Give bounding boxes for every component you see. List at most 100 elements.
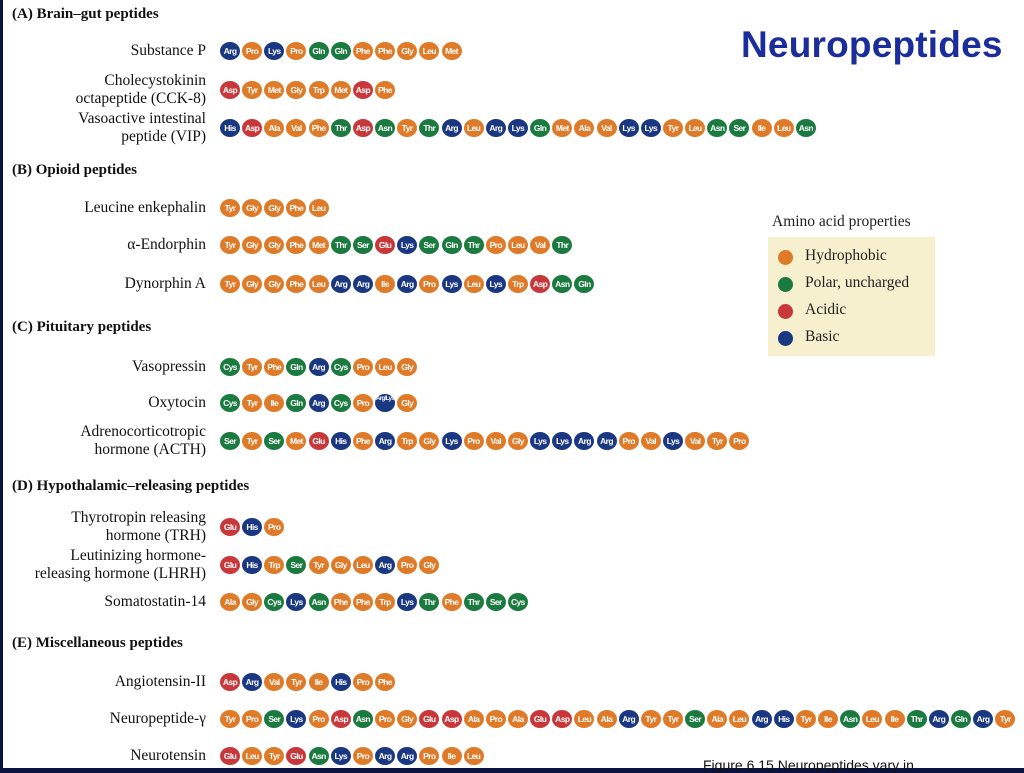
amino-acid-ala: Ala	[220, 593, 240, 611]
amino-acid-tyr: Tyr	[795, 710, 816, 728]
legend-label: Acidic	[805, 301, 847, 318]
amino-acid-cys: Cys	[264, 593, 285, 611]
amino-acid-asp: Asp	[220, 81, 240, 99]
legend-label: Basic	[805, 328, 840, 345]
amino-acid-tyr: Tyr	[242, 394, 263, 412]
amino-acid-phe: Phe	[264, 358, 285, 376]
amino-acid-lys: Lys	[530, 432, 551, 450]
amino-acid-glu: Glu	[286, 747, 307, 765]
amino-acid-asn: Asn	[795, 119, 816, 137]
amino-acid-lys: Lys	[286, 710, 307, 728]
amino-acid-lys: Lys	[441, 275, 462, 293]
amino-acid-tyr: Tyr	[663, 710, 683, 728]
amino-acid-gln: Gln	[530, 119, 551, 137]
amino-acid-gly: Gly	[397, 710, 418, 728]
amino-acid-arg: Arg	[973, 710, 994, 728]
amino-acid-gly: Gly	[397, 42, 418, 60]
amino-acid-tyr: Tyr	[707, 432, 728, 450]
amino-acid-lys: Lys	[507, 119, 528, 137]
amino-acid-leu: Leu	[242, 747, 263, 765]
section-heading: (C) Pituitary peptides	[12, 319, 152, 335]
amino-acid-pro: Pro	[352, 358, 373, 376]
amino-acid-leu: Leu	[375, 358, 395, 376]
amino-acid-arg: Arg	[596, 432, 617, 450]
amino-acid-thr: Thr	[330, 236, 351, 254]
amino-acid-leu: Leu	[463, 119, 484, 137]
amino-acid-glu: Glu	[220, 518, 240, 536]
amino-acid-phe: Phe	[286, 236, 307, 254]
amino-acid-phe: Phe	[441, 593, 462, 611]
amino-acid-phe: Phe	[375, 673, 395, 691]
amino-acid-phe: Phe	[352, 432, 373, 450]
peptide-name: Oxytocin	[148, 394, 206, 411]
amino-acid-gly: Gly	[507, 432, 528, 450]
slide-title: Neuropeptides	[741, 24, 1003, 65]
amino-acid-pro: Pro	[375, 710, 395, 728]
amino-acid-lys: Lys	[397, 236, 418, 254]
amino-acid-arg: Arg	[375, 747, 395, 765]
amino-acid-tyr: Tyr	[286, 673, 307, 691]
amino-acid-his: His	[330, 673, 351, 691]
amino-acid-lys: Lys	[397, 593, 418, 611]
section-heading: (A) Brain–gut peptides	[12, 6, 159, 22]
amino-acid-ser: Ser	[729, 119, 750, 137]
amino-acid-ser: Ser	[220, 432, 240, 450]
amino-acid-leu: Leu	[352, 556, 373, 574]
figure-panel: Neuropeptides Amino acid properties Hydr…	[3, 0, 1024, 773]
amino-acid-trp: Trp	[264, 556, 285, 574]
amino-acid-pro: Pro	[419, 747, 440, 765]
amino-acid-val: Val	[640, 432, 661, 450]
amino-acid-arg: Arg	[441, 119, 462, 137]
amino-acid-ala: Ala	[707, 710, 728, 728]
amino-acid-tyr: Tyr	[397, 119, 418, 137]
amino-acid-arg: Arg	[308, 394, 329, 412]
amino-acid-arg: Arg	[574, 432, 595, 450]
amino-acid-lys: Lys	[618, 119, 639, 137]
amino-acid-arg: Arg	[375, 432, 395, 450]
amino-acid-leu: Leu	[729, 710, 750, 728]
amino-acid-his: His	[242, 518, 263, 536]
amino-acid-gln: Gln	[441, 236, 462, 254]
acidic-swatch-icon	[778, 304, 793, 319]
amino-acid-met: Met	[264, 81, 285, 99]
amino-acid-thr: Thr	[419, 119, 440, 137]
amino-acid-gly: Gly	[286, 81, 307, 99]
amino-acid-cys: Cys	[507, 593, 528, 611]
amino-acid-lys: Lys	[330, 747, 351, 765]
amino-acid-val: Val	[530, 236, 551, 254]
amino-acid-gly: Gly	[242, 199, 263, 217]
basic-swatch-icon	[778, 331, 793, 346]
amino-acid-tyr: Tyr	[242, 81, 263, 99]
amino-acid-pro: Pro	[352, 394, 373, 412]
amino-acid-arg: Arg	[242, 673, 263, 691]
amino-acid-ile: Ile	[308, 673, 329, 691]
amino-acid-lys: Lys	[485, 275, 506, 293]
amino-acid-ile: Ile	[375, 275, 395, 293]
amino-acid-leu: Leu	[308, 199, 329, 217]
amino-acid-tyr: Tyr	[640, 710, 661, 728]
amino-acid-phe: Phe	[330, 593, 351, 611]
amino-acid-tyr: Tyr	[220, 236, 240, 254]
peptide-name: Leucine enkephalin	[84, 199, 206, 216]
amino-acid-ile: Ile	[751, 119, 772, 137]
amino-acid-arg: Arg	[397, 747, 418, 765]
section-heading: (D) Hypothalamic–releasing peptides	[12, 478, 250, 494]
amino-acid-leu: Leu	[773, 119, 794, 137]
amino-acid-asn: Asn	[707, 119, 728, 137]
amino-acid-pro: Pro	[308, 710, 329, 728]
amino-acid-arg: Arg	[375, 556, 395, 574]
amino-acid-ser: Ser	[485, 593, 506, 611]
amino-acid-asn: Asn	[308, 593, 329, 611]
amino-acid-pro: Pro	[419, 275, 440, 293]
amino-acid-phe: Phe	[375, 42, 395, 60]
amino-acid-gly: Gly	[264, 236, 285, 254]
amino-acid-glu: Glu	[308, 432, 329, 450]
amino-acid-ile: Ile	[264, 394, 285, 412]
amino-acid-asp: Asp	[552, 710, 573, 728]
